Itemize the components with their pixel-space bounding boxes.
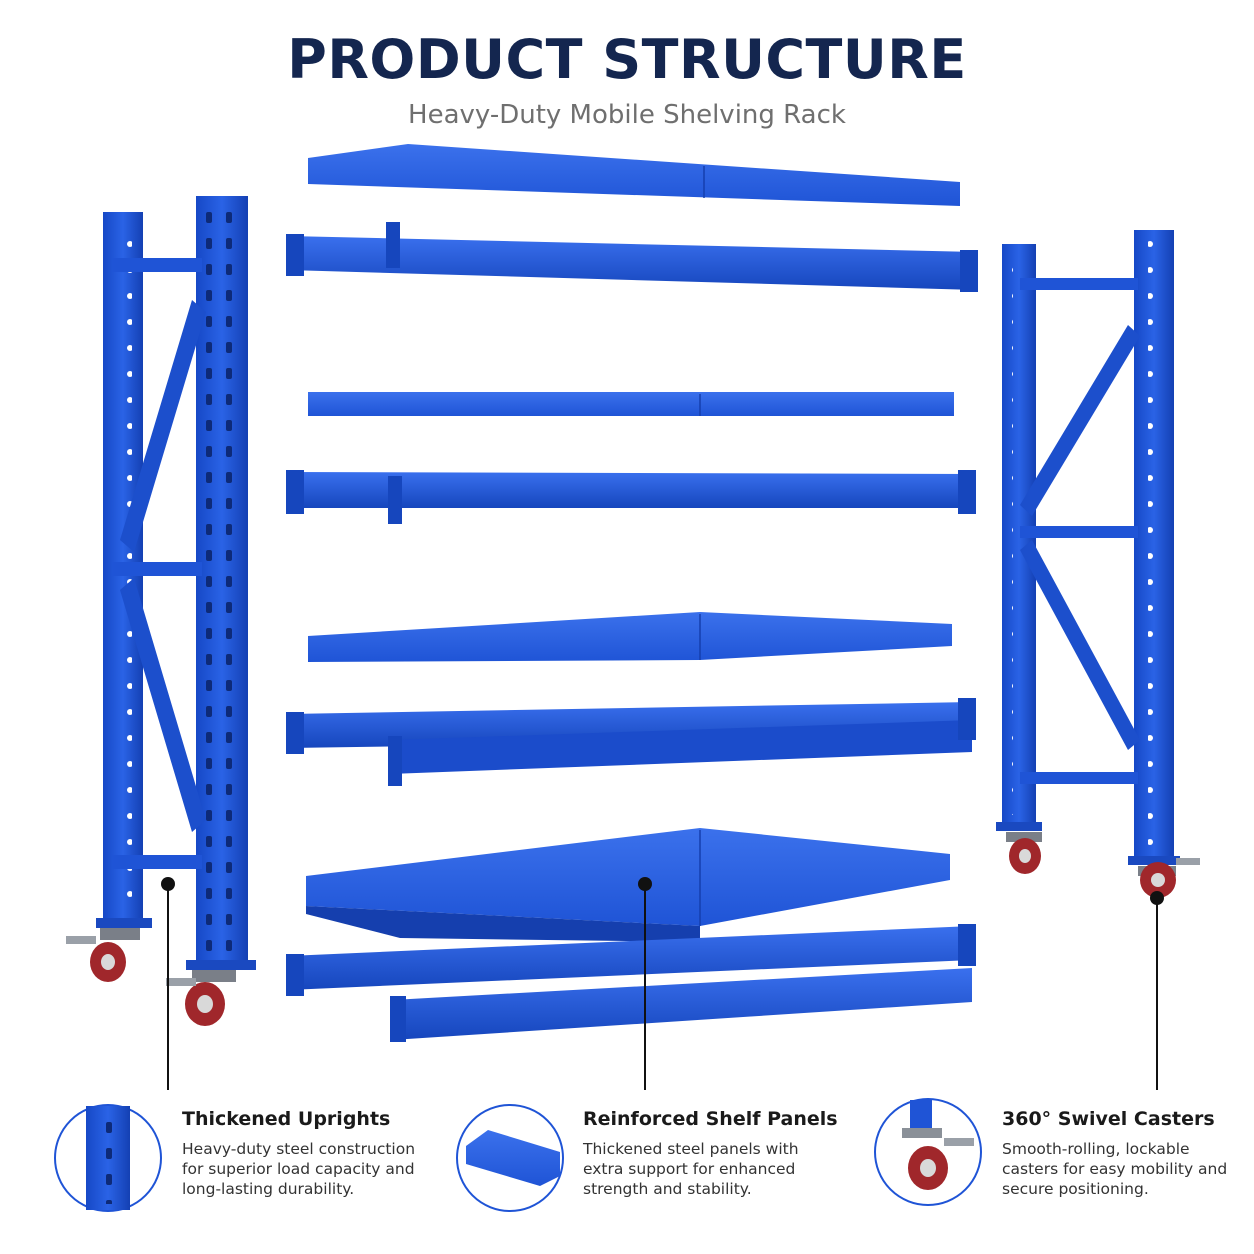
beam-row-4 [286,924,976,1042]
feature-desc-casters: Smooth-rolling, lockable casters for eas… [1002,1140,1228,1198]
right-upright-frame [996,230,1180,865]
feature-title-casters: 360° Swivel Casters [1002,1108,1215,1130]
callout-uprights [161,877,175,1090]
left-upright-frame [96,196,256,970]
feature-title-shelf-panels: Reinforced Shelf Panels [583,1108,838,1130]
left-caster-back [166,970,236,1026]
shelf-panel-top [308,144,960,206]
left-caster-front [66,928,140,982]
right-caster-front [1006,832,1042,874]
page-title: PRODUCT STRUCTURE [287,28,967,91]
feature-desc-shelf-panels: Thickened steel panels with extra suppor… [583,1140,799,1198]
beam-row-3 [286,698,976,786]
upright-icon [54,1104,162,1212]
feature-title-uprights: Thickened Uprights [182,1108,391,1130]
shelf-panel-bottom [306,828,950,942]
callout-shelf-panels [638,877,652,1090]
shelf-panel-icon [456,1104,564,1212]
page-subtitle: Heavy-Duty Mobile Shelving Rack [408,100,846,130]
beam-row-1 [286,222,978,292]
beam-row-2 [286,470,976,524]
caster-icon [874,1098,982,1206]
callout-casters [1150,891,1164,1090]
right-caster-back [1138,858,1200,898]
shelf-panel-3 [308,612,952,662]
shelf-panel-2 [308,392,954,416]
feature-desc-uprights: Heavy-duty steel construction for superi… [182,1140,416,1198]
